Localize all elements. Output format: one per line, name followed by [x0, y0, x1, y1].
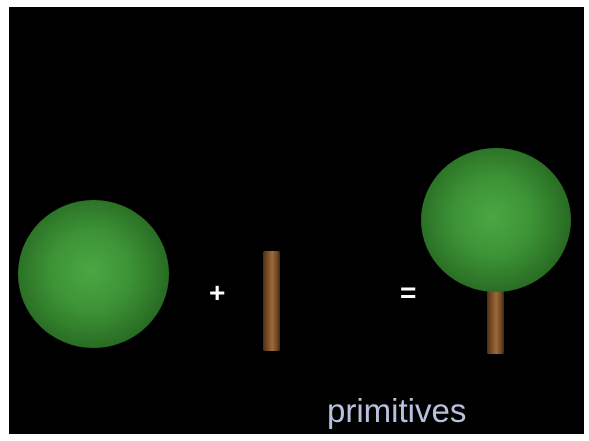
- green-sphere-primitive: [18, 200, 169, 348]
- plus-operator: +: [209, 277, 226, 308]
- tree-trunk: [487, 291, 504, 354]
- caption-label: primitives: [327, 392, 467, 429]
- brown-cylinder-primitive: [263, 251, 280, 351]
- equals-operator: =: [400, 277, 417, 308]
- diagram-canvas: + = primitives: [9, 7, 584, 434]
- tree-foliage: [421, 148, 571, 292]
